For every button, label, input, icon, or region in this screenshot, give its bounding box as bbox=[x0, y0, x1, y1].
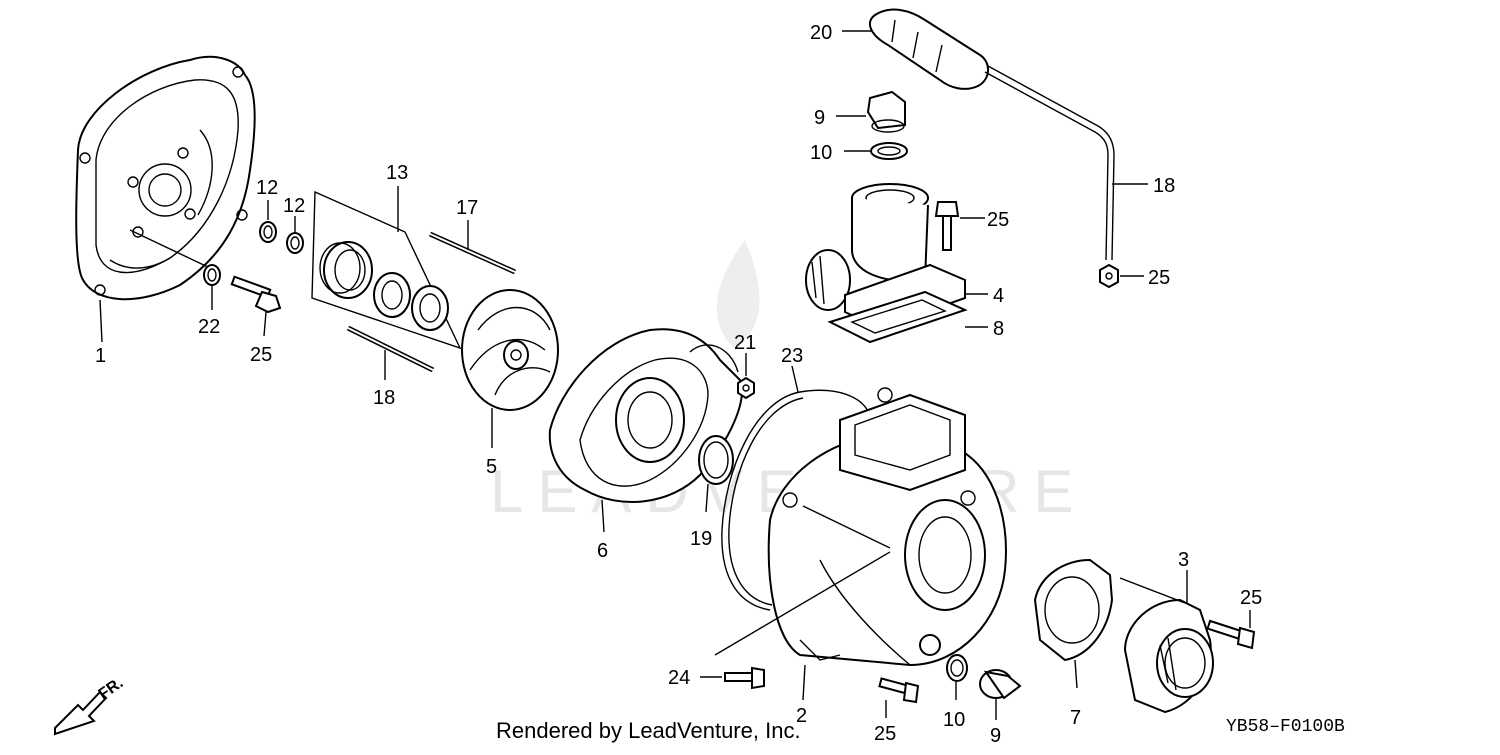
callout-3: 3 bbox=[1178, 549, 1189, 571]
part-17-handle-rod bbox=[984, 65, 1115, 261]
front-direction-arrow: FR. bbox=[54, 675, 126, 736]
callout-8: 8 bbox=[993, 318, 1004, 340]
part-25-bolt-top bbox=[934, 201, 960, 251]
callout-6: 6 bbox=[597, 540, 608, 562]
callout-20: 18 bbox=[373, 387, 395, 409]
part-7-cover-gasket bbox=[1033, 558, 1114, 662]
callout-12b: 12 bbox=[283, 195, 305, 217]
part-25-bolt-lower-left bbox=[724, 666, 765, 690]
callout-10b: 10 bbox=[943, 709, 965, 731]
callout-10a: 10 bbox=[810, 142, 832, 164]
render-credit: Rendered by LeadVenture, Inc. bbox=[496, 718, 801, 743]
callout-26: 25 bbox=[250, 344, 272, 366]
callout-25b: 25 bbox=[874, 723, 896, 745]
part-5-impeller bbox=[461, 289, 559, 411]
callout-5: 5 bbox=[486, 456, 497, 478]
callout-2: 2 bbox=[796, 705, 807, 727]
part-21-nut bbox=[737, 376, 755, 400]
callout-4: 4 bbox=[993, 285, 1004, 307]
callout-19: 17 bbox=[456, 197, 478, 219]
callout-25a: 24 bbox=[668, 667, 690, 689]
part-2-pump-casing bbox=[767, 387, 1007, 667]
part-6-volute-case bbox=[548, 328, 743, 503]
part-22-washer bbox=[203, 264, 221, 286]
part-24-nut bbox=[1099, 263, 1119, 289]
part-11-o-ring bbox=[698, 435, 734, 485]
callout-13: 13 bbox=[386, 162, 408, 184]
part-10-washer-lower bbox=[946, 654, 968, 682]
callout-18: 20 bbox=[810, 22, 832, 44]
part-19-stud bbox=[428, 231, 517, 275]
callout-12a: 12 bbox=[256, 177, 278, 199]
callout-22: 22 bbox=[198, 316, 220, 338]
part-20-stud bbox=[346, 325, 435, 373]
part-18-handle-grip bbox=[868, 8, 989, 90]
part-26-bolt bbox=[230, 275, 282, 314]
callout-9a: 9 bbox=[814, 107, 825, 129]
callout-25c: 25 bbox=[987, 209, 1009, 231]
part-1-cover-plate bbox=[75, 55, 256, 301]
part-25-bolt-lower-center bbox=[878, 677, 920, 704]
part-4-outlet-elbow bbox=[805, 183, 966, 330]
part-8-elbow-gasket bbox=[827, 290, 968, 344]
callout-17: 18 bbox=[1153, 175, 1175, 197]
callout-9b: 9 bbox=[990, 725, 1001, 747]
part-10-washer-upper bbox=[870, 142, 908, 160]
part-12-seal-rings bbox=[259, 221, 304, 254]
part-9-filler-cap-upper bbox=[866, 90, 906, 133]
callout-24: 25 bbox=[1148, 267, 1170, 289]
part-9-drain-plug-lower bbox=[979, 669, 1022, 700]
callout-23: 23 bbox=[781, 345, 803, 367]
diagram-code: YB58–F0100B bbox=[1226, 717, 1345, 737]
part-3-inlet-cover bbox=[1123, 598, 1214, 714]
callout-1: 1 bbox=[95, 345, 106, 367]
part-13-mechanical-seal bbox=[311, 190, 462, 350]
callout-25d: 25 bbox=[1240, 587, 1262, 609]
callout-21: 21 bbox=[734, 332, 756, 354]
part-25-bolt-right bbox=[1206, 619, 1256, 650]
callout-11: 19 bbox=[690, 528, 712, 550]
callout-7: 7 bbox=[1070, 707, 1081, 729]
